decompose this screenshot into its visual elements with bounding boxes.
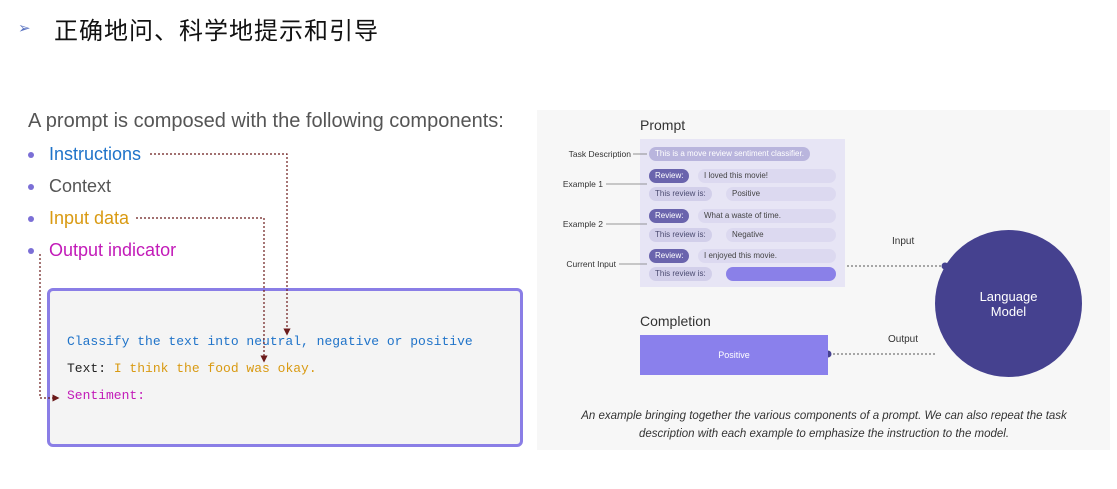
review-tag-chip: Review: bbox=[649, 169, 690, 183]
language-model-circle: Language Model bbox=[935, 230, 1082, 377]
review-text-chip: What a waste of time. bbox=[698, 209, 836, 223]
completion-box: Positive bbox=[640, 335, 828, 375]
verdict-tag-chip: This review is: bbox=[649, 228, 712, 242]
verdict-value-chip: Positive bbox=[726, 187, 836, 201]
output-indicator-connector bbox=[39, 254, 60, 402]
completion-heading: Completion bbox=[640, 313, 711, 329]
component-instructions: Instructions bbox=[28, 144, 141, 165]
code-input-value: I think the food was okay. bbox=[113, 361, 317, 376]
empty-verdict-chip bbox=[726, 267, 836, 281]
slide-heading: ➢ 正确地问、科学地提示和引导 bbox=[18, 10, 379, 46]
review-text-chip: I loved this movie! bbox=[698, 169, 836, 183]
component-label: Context bbox=[49, 176, 112, 196]
review-text-chip: I enjoyed this movie. bbox=[698, 249, 836, 263]
component-context: Context bbox=[28, 176, 111, 197]
verdict-tag-chip: This review is: bbox=[649, 267, 712, 281]
label-current-input: Current Input bbox=[566, 259, 616, 269]
component-label: Instructions bbox=[49, 144, 142, 164]
label-task-description: Task Description bbox=[568, 149, 631, 159]
verdict-tag-chip: This review is: bbox=[649, 187, 712, 201]
figure-caption: An example bringing together the various… bbox=[540, 407, 1108, 443]
verdict-value-chip: Negative bbox=[726, 228, 836, 242]
code-input-prefix: Text: bbox=[67, 361, 114, 376]
bullet-dot-icon bbox=[28, 151, 34, 158]
output-label: Output bbox=[888, 334, 919, 345]
bullet-arrow-icon: ➢ bbox=[18, 20, 31, 37]
bullet-dot-icon bbox=[28, 247, 34, 254]
component-label: Output indicator bbox=[49, 240, 177, 260]
review-tag-chip: Review: bbox=[649, 209, 690, 223]
model-label-line1: Language bbox=[979, 288, 1038, 304]
label-example-2: Example 2 bbox=[562, 219, 603, 229]
instructions-connector bbox=[150, 153, 291, 336]
input-label: Input bbox=[892, 236, 915, 247]
component-input-data: Input data bbox=[28, 208, 129, 229]
label-example-1: Example 1 bbox=[562, 179, 603, 189]
intro-text: A prompt is composed with the following … bbox=[28, 110, 504, 132]
prompt-example-box bbox=[47, 288, 523, 447]
bullet-dot-icon bbox=[28, 215, 34, 222]
caption-line-2: description with each example to emphasi… bbox=[638, 428, 1010, 440]
review-tag-chip: Review: bbox=[649, 249, 690, 263]
slide-title: 正确地问、科学地提示和引导 bbox=[54, 16, 379, 45]
component-output-indicator: Output indicator bbox=[28, 240, 176, 261]
code-output-line: Sentiment: bbox=[67, 388, 146, 403]
code-input-line: Text: I think the food was okay. bbox=[67, 361, 317, 376]
caption-line-1: An example bringing together the various… bbox=[581, 410, 1067, 422]
bullet-dot-icon bbox=[28, 183, 34, 190]
component-label: Input data bbox=[49, 208, 130, 228]
model-label-line2: Model bbox=[990, 303, 1027, 319]
code-instruction-line: Classify the text into neutral, negative… bbox=[67, 334, 473, 349]
prompt-heading: Prompt bbox=[640, 117, 686, 133]
completion-value: Positive bbox=[718, 350, 750, 360]
input-data-connector bbox=[136, 217, 268, 363]
task-description-chip: This is a move review sentiment classifi… bbox=[649, 147, 810, 161]
